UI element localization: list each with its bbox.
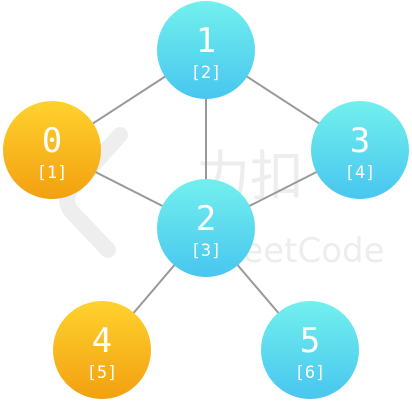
node-label-1: 1: [196, 21, 216, 61]
node-label-3: 3: [350, 121, 370, 161]
node-5: 5[6]: [261, 301, 359, 399]
node-circle-0: [3, 101, 101, 199]
node-2: 2[3]: [157, 179, 255, 277]
node-0: 0[1]: [3, 101, 101, 199]
node-3: 3[4]: [311, 101, 409, 199]
node-sublabel-1: [2]: [191, 63, 222, 83]
node-sublabel-3: [4]: [345, 163, 376, 183]
node-label-2: 2: [196, 199, 216, 239]
node-sublabel-2: [3]: [191, 241, 222, 261]
node-circle-4: [53, 301, 151, 399]
node-label-5: 5: [300, 321, 320, 361]
node-circle-5: [261, 301, 359, 399]
node-sublabel-5: [6]: [295, 363, 326, 383]
node-circle-3: [311, 101, 409, 199]
node-sublabel-4: [5]: [87, 363, 118, 383]
node-1: 1[2]: [157, 1, 255, 99]
node-label-4: 4: [92, 321, 112, 361]
node-circle-2: [157, 179, 255, 277]
node-sublabel-0: [1]: [37, 163, 68, 183]
node-label-0: 0: [42, 121, 62, 161]
node-4: 4[5]: [53, 301, 151, 399]
node-circle-1: [157, 1, 255, 99]
nodes: 1[2]0[1]3[4]2[3]4[5]5[6]: [3, 1, 409, 399]
